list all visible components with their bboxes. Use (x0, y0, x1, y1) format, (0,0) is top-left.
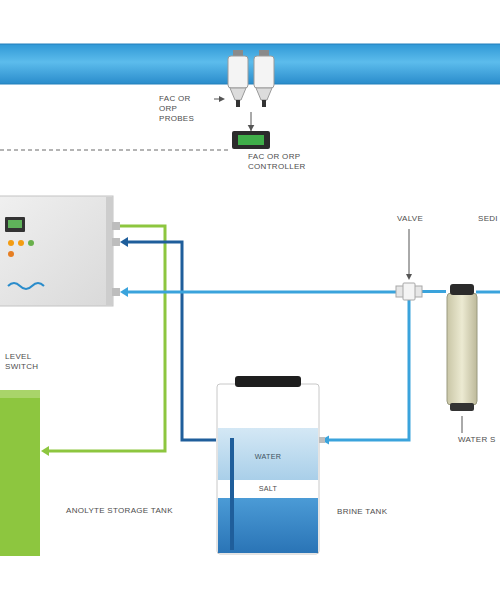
probe-pair-part (230, 88, 246, 100)
node-label: ANOLYTE STORAGE TANK (66, 506, 186, 516)
controller-box: FAC OR ORP CONTROLLER (232, 131, 270, 149)
brine-tank-part (215, 376, 321, 556)
probe-pair-part (228, 56, 248, 88)
connector (422, 290, 446, 293)
probe-pair-part (256, 88, 272, 100)
probe-pair: FAC OR ORP PROBES (225, 50, 277, 112)
generator-logo (8, 283, 44, 289)
leader-arrow (219, 96, 225, 102)
node-text: SALT (215, 484, 321, 494)
controller-box-part (232, 131, 270, 149)
valve-symbol-part (396, 283, 422, 300)
softener-tank-part (450, 403, 474, 411)
brine-line (127, 242, 216, 440)
probe-pair-part (254, 56, 274, 88)
brine-tank-part (319, 437, 325, 443)
node-label: WATER S (458, 435, 500, 445)
anolyte-tank-part (0, 390, 40, 556)
valve-symbol: VALVE (396, 283, 422, 300)
probe-pair-part (236, 100, 240, 107)
anolyte-arrow (41, 446, 49, 456)
anolyte-tank-part (0, 390, 40, 398)
brine-tank: WATERSALTBRINE TANK (215, 376, 321, 556)
generator-display (5, 217, 25, 232)
node-label: FAC OR ORP PROBES (159, 94, 211, 124)
brine-arrow (120, 237, 128, 247)
generator-button (8, 251, 14, 257)
softener-tank-part (450, 284, 474, 295)
node-label: VALVE (397, 214, 437, 224)
main-pipe (0, 44, 500, 84)
controller-box-part (238, 135, 264, 145)
part-label: SEDI (478, 214, 500, 224)
generator-housing (0, 196, 113, 306)
brine-tank-part (230, 438, 234, 550)
connector (321, 300, 409, 440)
generator-button (28, 240, 34, 246)
valve-symbol-part (403, 283, 415, 300)
softener-tank-part (446, 284, 478, 412)
brine-tank-part (235, 376, 301, 387)
anolyte-line (47, 226, 165, 451)
pipe-fitting (112, 222, 120, 230)
water-arrow (120, 287, 128, 297)
softener-tank-part (447, 293, 477, 405)
node-label: FAC OR ORP CONTROLLER (248, 152, 308, 172)
generator-side (106, 197, 113, 305)
anolyte-tank: ANOLYTE STORAGE TANK (0, 390, 40, 556)
signal-line (0, 149, 229, 150)
brine-tank-part (217, 384, 319, 554)
anolyte-tank-part (0, 390, 40, 556)
water-line (476, 291, 500, 294)
controller-box-part (232, 131, 270, 149)
pipe-fitting (112, 238, 120, 246)
node-label: WATER (215, 452, 321, 462)
pipe-fitting (112, 288, 120, 296)
probe-pair-part (262, 100, 266, 107)
node-text: BRINE TANK (337, 507, 417, 517)
generator-button (18, 240, 24, 246)
part-label: LEVEL SWITCH (5, 352, 47, 372)
arrow-head (248, 125, 255, 131)
probe-pair-part (225, 50, 277, 112)
water-line (127, 291, 398, 294)
softener-tank: WATER S (446, 284, 478, 412)
leader-arrow (406, 274, 412, 280)
leader-line (462, 416, 463, 433)
leader-line (409, 229, 410, 275)
generator-button (8, 240, 14, 246)
generator-screen (8, 220, 22, 228)
